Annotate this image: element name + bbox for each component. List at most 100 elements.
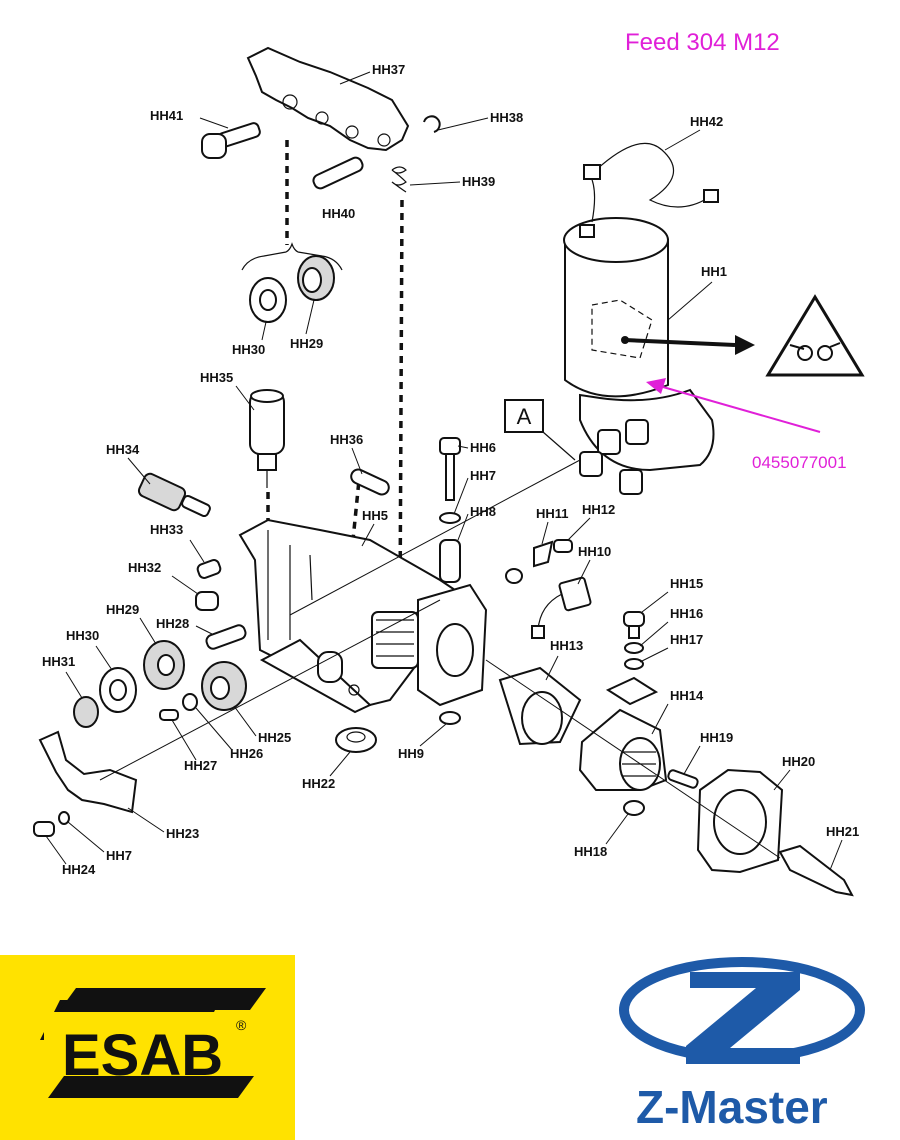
part-hh42-cable bbox=[583, 142, 719, 223]
leader-line bbox=[485, 659, 781, 859]
part-hh26-washer bbox=[182, 693, 198, 711]
part-hh40-pin bbox=[312, 156, 364, 190]
label-hh17: HH17 bbox=[670, 632, 703, 647]
part-number-label: 0455077001 bbox=[752, 453, 847, 472]
leader-line bbox=[289, 459, 581, 616]
label-hh41: HH41 bbox=[150, 108, 183, 123]
label-hh39: HH39 bbox=[462, 174, 495, 189]
label-hh12: HH12 bbox=[582, 502, 615, 517]
label-hh21: HH21 bbox=[826, 824, 859, 839]
part-hh21-nozzle bbox=[778, 844, 854, 897]
label-hh6: HH6 bbox=[470, 440, 496, 455]
part-hh18-nut bbox=[623, 800, 645, 816]
svg-text:Z-Master: Z-Master bbox=[636, 1081, 828, 1133]
part-hh5-housing bbox=[238, 518, 488, 714]
part-hh38-clip bbox=[423, 115, 441, 133]
part-hh13-sleeve bbox=[498, 666, 582, 746]
part-hh17-washer bbox=[624, 658, 644, 670]
label-hh34: HH34 bbox=[106, 442, 140, 457]
part-hh15-screw bbox=[623, 611, 645, 639]
label-hh5: HH5 bbox=[362, 508, 388, 523]
label-hh10: HH10 bbox=[578, 544, 611, 559]
part-hh16-washer bbox=[624, 642, 644, 654]
part-hh25-gear bbox=[201, 661, 247, 711]
label-hh27: HH27 bbox=[184, 758, 217, 773]
part-hh6-bolt bbox=[439, 437, 461, 501]
page-title: Feed 304 M12 bbox=[625, 29, 780, 56]
label-hh28: HH28 bbox=[156, 616, 189, 631]
part-number-callout bbox=[646, 378, 821, 433]
label-hh15: HH15 bbox=[670, 576, 703, 591]
label-hh9: HH9 bbox=[398, 746, 424, 761]
part-hh22-foot bbox=[335, 727, 377, 753]
label-hh29-top: HH29 bbox=[290, 336, 323, 351]
part-hh34-pinion bbox=[137, 472, 211, 518]
part-hh31-gear bbox=[73, 696, 99, 728]
part-hh14-inlet bbox=[578, 708, 668, 791]
label-hh38: HH38 bbox=[490, 110, 523, 125]
label-hh32: HH32 bbox=[128, 560, 161, 575]
part-hh1-motor bbox=[563, 217, 755, 495]
label-hh31: HH31 bbox=[42, 654, 75, 669]
part-hh27-screw bbox=[159, 709, 179, 721]
label-hh25: HH25 bbox=[258, 730, 291, 745]
label-hh30: HH30 bbox=[66, 628, 99, 643]
label-hh26: HH26 bbox=[230, 746, 263, 761]
part-hh24-screw bbox=[33, 821, 55, 837]
part-hh32-screw bbox=[195, 591, 219, 611]
leader-line bbox=[99, 599, 441, 781]
label-hh24: HH24 bbox=[62, 862, 96, 877]
part-hh29-gear-top bbox=[297, 255, 335, 301]
label-hh20: HH20 bbox=[782, 754, 815, 769]
warning-entanglement-icon bbox=[765, 294, 865, 377]
group-brace bbox=[241, 242, 343, 271]
part-hh9-nut bbox=[439, 711, 461, 725]
part-hh20-plate bbox=[696, 768, 784, 874]
label-hh18: HH18 bbox=[574, 844, 607, 859]
part-hh17-plate bbox=[605, 676, 659, 706]
part-hh8-sleeve bbox=[439, 539, 461, 583]
label-hh7: HH7 bbox=[470, 468, 496, 483]
esab-logo: ESAB ® bbox=[0, 955, 295, 1140]
label-hh11: HH11 bbox=[536, 506, 569, 521]
part-hh23-plate bbox=[38, 730, 138, 814]
label-hh37: HH37 bbox=[372, 62, 405, 77]
label-hh19: HH19 bbox=[700, 730, 733, 745]
label-hh29: HH29 bbox=[106, 602, 139, 617]
label-hh14: HH14 bbox=[670, 688, 704, 703]
part-hh30-roller-top bbox=[249, 277, 287, 323]
label-hh36: HH36 bbox=[330, 432, 363, 447]
alignment-line bbox=[398, 199, 404, 611]
label-hh1: HH1 bbox=[701, 264, 727, 279]
part-hh35-knob bbox=[249, 389, 285, 488]
label-hh8: HH8 bbox=[470, 504, 496, 519]
part-hh36-pin bbox=[350, 468, 390, 496]
part-hh19-screw bbox=[667, 769, 699, 789]
label-hh30-top: HH30 bbox=[232, 342, 265, 357]
part-hh11-bracket bbox=[505, 540, 554, 584]
z-master-logo: Z-Master bbox=[619, 957, 865, 1133]
detail-marker-a: A bbox=[504, 399, 576, 461]
part-hh7-washer bbox=[439, 512, 461, 524]
part-hh28-shaft bbox=[205, 624, 247, 650]
part-hh29-gear bbox=[143, 640, 185, 690]
part-hh33-pin bbox=[196, 559, 222, 579]
label-hh35: HH35 bbox=[200, 370, 233, 385]
part-hh41-knob bbox=[201, 122, 261, 159]
label-hh23: HH23 bbox=[166, 826, 199, 841]
svg-text:A: A bbox=[517, 404, 532, 429]
label-hh7-bottom: HH7 bbox=[106, 848, 132, 863]
part-hh12-screw bbox=[553, 539, 573, 553]
part-hh10-sensor bbox=[531, 576, 592, 639]
label-hh22: HH22 bbox=[302, 776, 335, 791]
part-hh39-spring bbox=[391, 166, 407, 193]
label-hh33: HH33 bbox=[150, 522, 183, 537]
part-hh37-arm bbox=[246, 46, 410, 152]
part-hh30-roller bbox=[99, 667, 137, 713]
part-hh7-washer-small bbox=[58, 811, 70, 825]
label-hh13: HH13 bbox=[550, 638, 583, 653]
label-hh16: HH16 bbox=[670, 606, 703, 621]
label-hh42: HH42 bbox=[690, 114, 723, 129]
label-hh40: HH40 bbox=[322, 206, 355, 221]
